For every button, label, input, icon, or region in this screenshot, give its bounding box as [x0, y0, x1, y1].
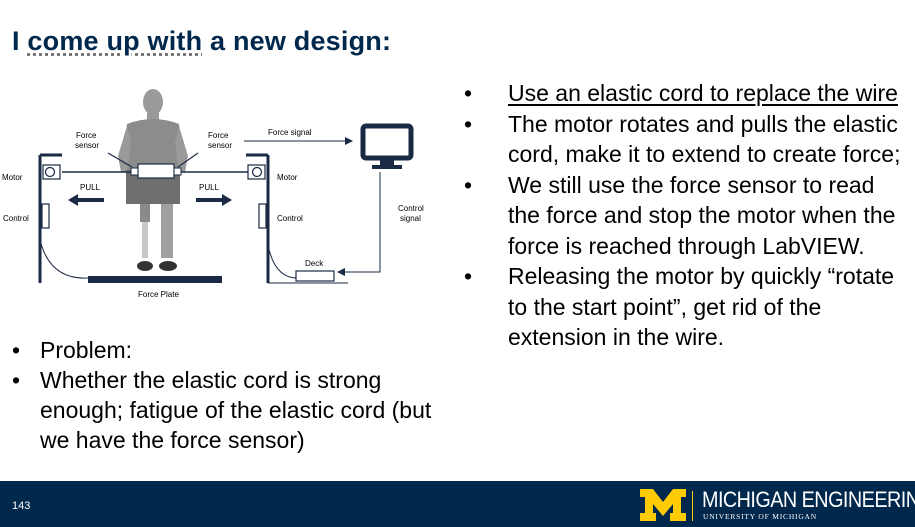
label-force-sensor-left-1: Force [76, 131, 97, 140]
label-motor-left: Motor [2, 173, 23, 182]
label-pull-left: PULL [80, 183, 101, 192]
apparatus-diagram: Force Plate Force sensor Force sensor Fo… [2, 89, 424, 299]
label-motor-right: Motor [277, 173, 298, 182]
label-force-sensor-left-2: sensor [75, 141, 99, 150]
bullet-marker: • [464, 263, 473, 289]
right-sensor-box [173, 167, 182, 176]
label-deck: Deck [305, 259, 324, 268]
monitor-icon [360, 123, 414, 169]
bullet-text: Releasing the motor by quickly “rotate t… [508, 263, 895, 350]
bullet-marker: • [464, 110, 473, 137]
label-control-signal-1: Control [398, 204, 424, 213]
bullet-marker: • [464, 171, 473, 198]
label-force-plate: Force Plate [138, 290, 179, 299]
bullet-text-underlined: Use an elastic cord to replace the wire [508, 80, 898, 106]
logo-name: MICHIGAN ENGINEERING [702, 487, 915, 512]
label-force-signal: Force signal [268, 128, 312, 137]
title-underlined: come up with [27, 26, 203, 56]
label-force-sensor-right-1: Force [208, 131, 229, 140]
person-figure [118, 89, 188, 271]
bullet-text: Problem: [40, 337, 133, 363]
left-bullet-list: • Problem: • Whether the elastic cord is… [10, 335, 450, 455]
bullet-marker: • [12, 337, 21, 363]
bullet-item: • We still use the force sensor to read … [460, 170, 910, 262]
label-pull-right: PULL [199, 183, 220, 192]
label-force-sensor-right-2: sensor [208, 141, 232, 150]
frame-left [38, 153, 89, 283]
label-control-right: Control [277, 214, 303, 223]
bullet-item: • Releasing the motor by quickly “rotate… [460, 261, 910, 353]
bullet-text: We still use the force sensor to read th… [508, 171, 896, 259]
logo-divider [692, 491, 693, 521]
pull-arrow-left [68, 194, 104, 206]
bullet-text: Whether the elastic cord is strong enoug… [40, 367, 432, 453]
bullet-item: • The motor rotates and pulls the elasti… [460, 109, 910, 170]
pull-arrow-right [196, 194, 232, 206]
page-number: 143 [12, 500, 31, 512]
footer-bar: 143 MICHIGAN ENGINEERING UNIVERSITY OF M… [0, 481, 915, 527]
waist-belt [137, 163, 175, 179]
slide-title: I come up with a new design: [12, 26, 391, 57]
bullet-item: • Problem: [10, 335, 450, 365]
bullet-text: The motor rotates and pulls the elastic … [508, 110, 901, 168]
force-plate-shape [88, 276, 222, 283]
right-bullet-list: • Use an elastic cord to replace the wir… [460, 78, 910, 353]
label-control-signal-2: signal [400, 214, 421, 223]
title-prefix: I [12, 26, 28, 56]
bullet-item: • Whether the elastic cord is strong eno… [10, 365, 450, 455]
bullet-marker: • [12, 367, 21, 393]
block-m-icon [640, 489, 686, 521]
michigan-engineering-logo: MICHIGAN ENGINEERING UNIVERSITY OF MICHI… [640, 487, 915, 523]
title-suffix: a new design: [202, 26, 392, 56]
label-control-left: Control [3, 214, 29, 223]
bullet-item: • Use an elastic cord to replace the wir… [460, 78, 910, 109]
left-sensor-box [130, 167, 139, 176]
deck-box [295, 270, 335, 282]
logo-subtitle: UNIVERSITY OF MICHIGAN [703, 512, 817, 521]
bullet-marker: • [464, 80, 473, 106]
